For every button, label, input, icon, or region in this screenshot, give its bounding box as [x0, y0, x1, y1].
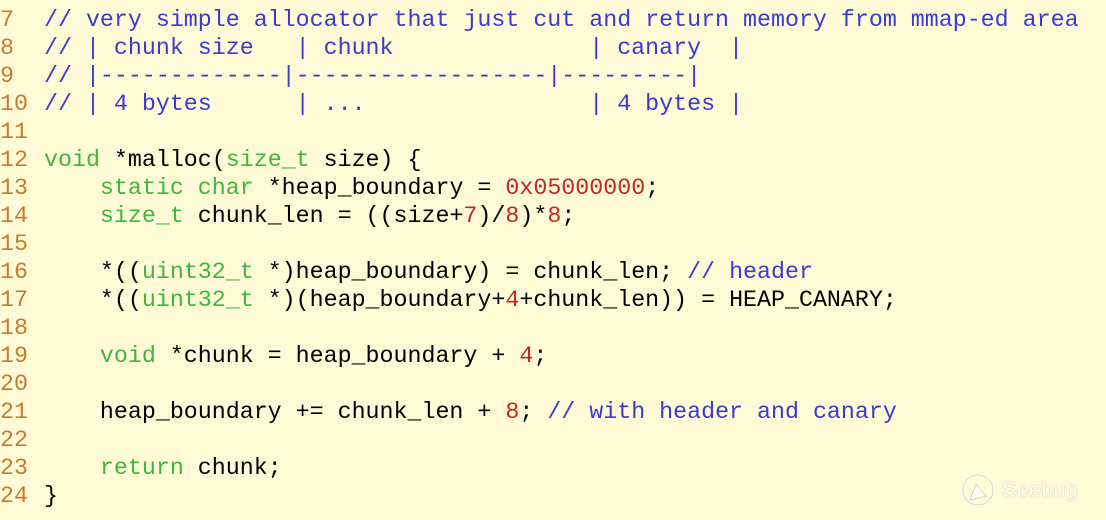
- code-token: chunk;: [183, 455, 282, 481]
- code-line: 23 return chunk;: [0, 454, 1106, 482]
- line-code: // very simple allocator that just cut a…: [44, 6, 1079, 34]
- code-token: [44, 343, 100, 369]
- line-number: 18: [0, 315, 28, 341]
- seebug-logo-icon: [961, 473, 995, 507]
- line-number: 8: [0, 35, 14, 61]
- code-token: heap_boundary += chunk_len +: [44, 399, 506, 425]
- code-token: size) {: [309, 147, 422, 173]
- seebug-watermark: Seebug: [960, 472, 1078, 508]
- code-line: 18: [0, 314, 1106, 342]
- watermark-text: Seebug: [1002, 477, 1078, 502]
- comment-token: // very simple allocator that just cut a…: [44, 7, 1079, 33]
- line-number: 21: [0, 399, 28, 425]
- line-code: // | chunk size | chunk | canary |: [44, 34, 743, 62]
- line-number: 24: [0, 483, 28, 509]
- code-token: *heap_boundary =: [253, 175, 506, 201]
- comment-token: // |-------------|------------------|---…: [44, 63, 702, 89]
- line-code: *((uint32_t *)(heap_boundary+4+chunk_len…: [44, 286, 897, 314]
- line-number: 23: [0, 455, 28, 481]
- line-number: 13: [0, 175, 28, 201]
- keyword-token: void: [44, 147, 100, 173]
- code-token: )*: [519, 203, 548, 229]
- code-line: 15: [0, 230, 1106, 258]
- code-token: *)(heap_boundary+: [253, 287, 506, 313]
- number-token: 8: [505, 203, 520, 229]
- line-number: 15: [0, 231, 28, 257]
- keyword-token: void: [99, 343, 156, 369]
- code-token: *((: [44, 259, 142, 285]
- line-code: *((uint32_t *)heap_boundary) = chunk_len…: [44, 258, 813, 286]
- code-token: [44, 175, 100, 201]
- code-line: 21 heap_boundary += chunk_len + 8; // wi…: [0, 398, 1106, 426]
- number-token: 8: [505, 399, 520, 425]
- line-number: 9: [0, 63, 14, 89]
- keyword-token: char: [197, 175, 254, 201]
- code-line: 17 *((uint32_t *)(heap_boundary+4+chunk_…: [0, 286, 1106, 314]
- comment-token: // | 4 bytes | ... | 4 bytes |: [44, 91, 744, 117]
- code-token: [44, 455, 100, 481]
- code-line: 22: [0, 426, 1106, 454]
- code-line: 16 *((uint32_t *)heap_boundary) = chunk_…: [0, 258, 1106, 286]
- keyword-token: size_t: [225, 147, 310, 173]
- line-code: size_t chunk_len = ((size+7)/8)*8;: [44, 202, 575, 230]
- code-line: 11: [0, 118, 1106, 146]
- keyword-token: uint32_t: [141, 287, 254, 313]
- code-token: [184, 175, 198, 201]
- line-code: heap_boundary += chunk_len + 8; // with …: [44, 398, 897, 426]
- code-line: 19 void *chunk = heap_boundary + 4;: [0, 342, 1106, 370]
- code-token: +chunk_len)) = HEAP_CANARY;: [519, 287, 897, 313]
- code-token: ;: [561, 203, 576, 229]
- line-number: 16: [0, 259, 28, 285]
- code-line: 24}: [0, 482, 1106, 510]
- line-number: 19: [0, 343, 28, 369]
- code-token: *)heap_boundary) = chunk_len;: [253, 259, 688, 285]
- code-line: 13 static char *heap_boundary = 0x050000…: [0, 174, 1106, 202]
- line-code: void *malloc(size_t size) {: [44, 146, 421, 174]
- code-token: *((: [44, 287, 142, 313]
- line-number: 10: [0, 91, 28, 117]
- code-line: 14 size_t chunk_len = ((size+7)/8)*8;: [0, 202, 1106, 230]
- number-token: 4: [519, 343, 534, 369]
- line-code: }: [44, 482, 58, 510]
- line-code: // |-------------|------------------|---…: [44, 62, 701, 90]
- line-number: 11: [0, 119, 28, 145]
- code-token: ;: [519, 399, 548, 425]
- code-line: 8 // | chunk size | chunk | canary |: [0, 34, 1106, 62]
- code-token: *chunk = heap_boundary +: [155, 343, 520, 369]
- code-token: ;: [533, 343, 548, 369]
- number-token: 0x05000000: [505, 175, 646, 201]
- line-code: return chunk;: [44, 454, 282, 482]
- number-token: 4: [505, 287, 520, 313]
- code-token: chunk_len = ((size+: [183, 203, 464, 229]
- code-token: )/: [477, 203, 506, 229]
- code-line: 10 // | 4 bytes | ... | 4 bytes |: [0, 90, 1106, 118]
- line-code: static char *heap_boundary = 0x05000000;: [44, 174, 659, 202]
- code-token: [44, 203, 100, 229]
- comment-token: // with header and canary: [547, 399, 897, 425]
- code-line: 12 void *malloc(size_t size) {: [0, 146, 1106, 174]
- code-line: 20: [0, 370, 1106, 398]
- code-token: ;: [645, 175, 660, 201]
- comment-token: // | chunk size | chunk | canary |: [44, 35, 744, 61]
- keyword-token: size_t: [99, 203, 184, 229]
- code-editor[interactable]: 7 // very simple allocator that just cut …: [0, 6, 1106, 510]
- line-code: void *chunk = heap_boundary + 4;: [44, 342, 547, 370]
- keyword-token: uint32_t: [141, 259, 254, 285]
- line-number: 7: [0, 7, 14, 33]
- line-code: // | 4 bytes | ... | 4 bytes |: [44, 90, 743, 118]
- keyword-token: static: [99, 175, 184, 201]
- line-number: 17: [0, 287, 28, 313]
- code-line: 7 // very simple allocator that just cut …: [0, 6, 1106, 34]
- line-number: 12: [0, 147, 28, 173]
- line-number: 22: [0, 427, 28, 453]
- line-number: 20: [0, 371, 28, 397]
- code-line: 9 // |-------------|------------------|--…: [0, 62, 1106, 90]
- number-token: 8: [547, 203, 562, 229]
- keyword-token: return: [99, 455, 184, 481]
- comment-token: // header: [687, 259, 813, 285]
- line-number: 14: [0, 203, 28, 229]
- number-token: 7: [463, 203, 478, 229]
- code-token: }: [44, 483, 58, 509]
- code-token: *malloc(: [99, 147, 226, 173]
